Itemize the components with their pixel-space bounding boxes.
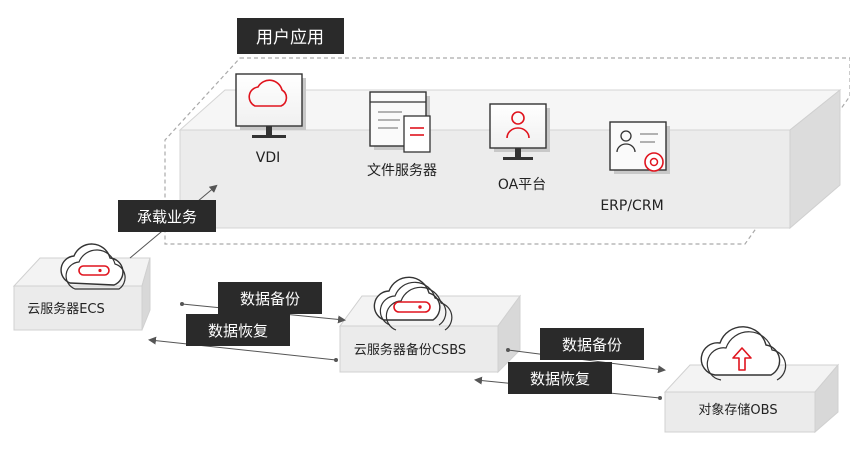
- app-label-erp-crm: ERP/CRM: [600, 198, 663, 214]
- monitor-cloud-icon: [235, 73, 306, 138]
- restore-arrow-1: [148, 336, 337, 361]
- backup-label-2: 数据备份: [562, 336, 622, 354]
- app-label-oa: OA平台: [498, 177, 546, 193]
- group-title-tag: 用户应用: [237, 18, 344, 54]
- obs-label: 对象存储OBS: [698, 403, 777, 418]
- file-window-icon: [369, 91, 431, 153]
- bearing-label: 承载业务: [137, 208, 197, 226]
- user-apps-group: 用户应用 VDI 文件服务器: [164, 18, 850, 245]
- backup-label-1: 数据备份: [240, 290, 300, 308]
- backup-tag-2: 数据备份: [540, 328, 644, 360]
- monitor-user-icon: [489, 103, 550, 160]
- restore-tag-2: 数据恢复: [508, 362, 612, 394]
- csbs-label: 云服务器备份CSBS: [354, 342, 466, 358]
- obs-node: 对象存储OBS: [663, 326, 840, 434]
- backup-tag-1: 数据备份: [218, 282, 322, 314]
- app-label-vdi: VDI: [256, 150, 281, 166]
- cloud-backup-icon: [373, 276, 453, 331]
- cloud-upload-icon: [700, 326, 787, 381]
- ecs-label: 云服务器ECS: [27, 301, 105, 317]
- restore-label-2: 数据恢复: [530, 370, 590, 388]
- ecs-node: 云服务器ECS: [12, 243, 151, 331]
- restore-tag-1: 数据恢复: [186, 314, 290, 346]
- group-title: 用户应用: [256, 28, 324, 48]
- restore-label-1: 数据恢复: [208, 322, 268, 340]
- group-dashed-boundary: [164, 57, 850, 245]
- cloud-server-icon: [60, 243, 126, 290]
- card-gear-icon: [609, 121, 670, 174]
- csbs-node: 云服务器备份CSBS: [339, 276, 521, 374]
- app-label-file-server: 文件服务器: [367, 163, 437, 179]
- bearing-tag: 承载业务: [118, 200, 216, 232]
